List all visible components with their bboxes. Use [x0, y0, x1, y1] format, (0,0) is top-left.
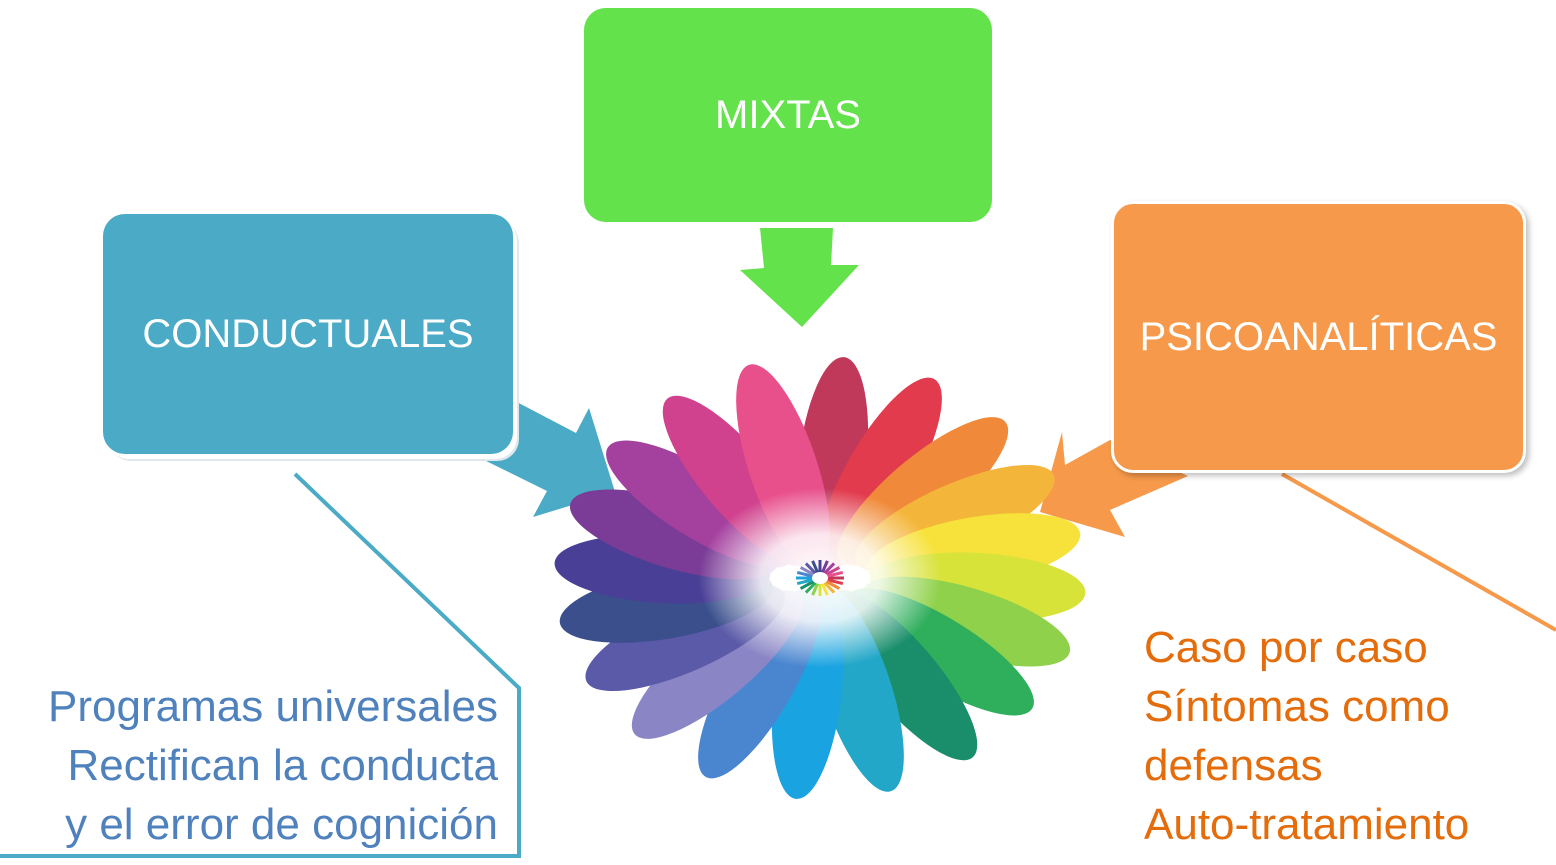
conductuales-bracket-line [0, 472, 521, 858]
psicoanaliticas-note: Caso por caso [1144, 623, 1428, 672]
mixtas-arrow [740, 228, 859, 327]
psicoanaliticas-arrow [1040, 432, 1188, 537]
psicoanaliticas-connector-line [1281, 472, 1556, 632]
conductuales-note: Rectifican la conducta [67, 741, 498, 790]
psicoanaliticas-note: Síntomas como [1144, 682, 1450, 731]
psicoanaliticas-label: PSICOANALÍTICAS [1139, 314, 1498, 359]
mixtas-box: MIXTAS [584, 8, 992, 222]
conductuales-label: CONDUCTUALES [142, 311, 474, 356]
conductuales-note: Programas universales [48, 682, 498, 731]
conductuales-note: y el error de cognición [65, 800, 498, 849]
psicoanaliticas-notes: Caso por caso Síntomas como defensas Aut… [1144, 618, 1469, 854]
conductuales-box: CONDUCTUALES [103, 214, 513, 454]
psicoanaliticas-box: PSICOANALÍTICAS [1111, 201, 1526, 473]
psicoanaliticas-note: defensas [1144, 741, 1323, 790]
flower-center-dot [812, 572, 828, 584]
conductuales-notes: Programas universales Rectifican la cond… [48, 677, 498, 854]
color-wheel-flower-icon [550, 357, 1090, 799]
mixtas-label: MIXTAS [715, 92, 861, 137]
psicoanaliticas-note: Auto-tratamiento [1144, 800, 1470, 849]
